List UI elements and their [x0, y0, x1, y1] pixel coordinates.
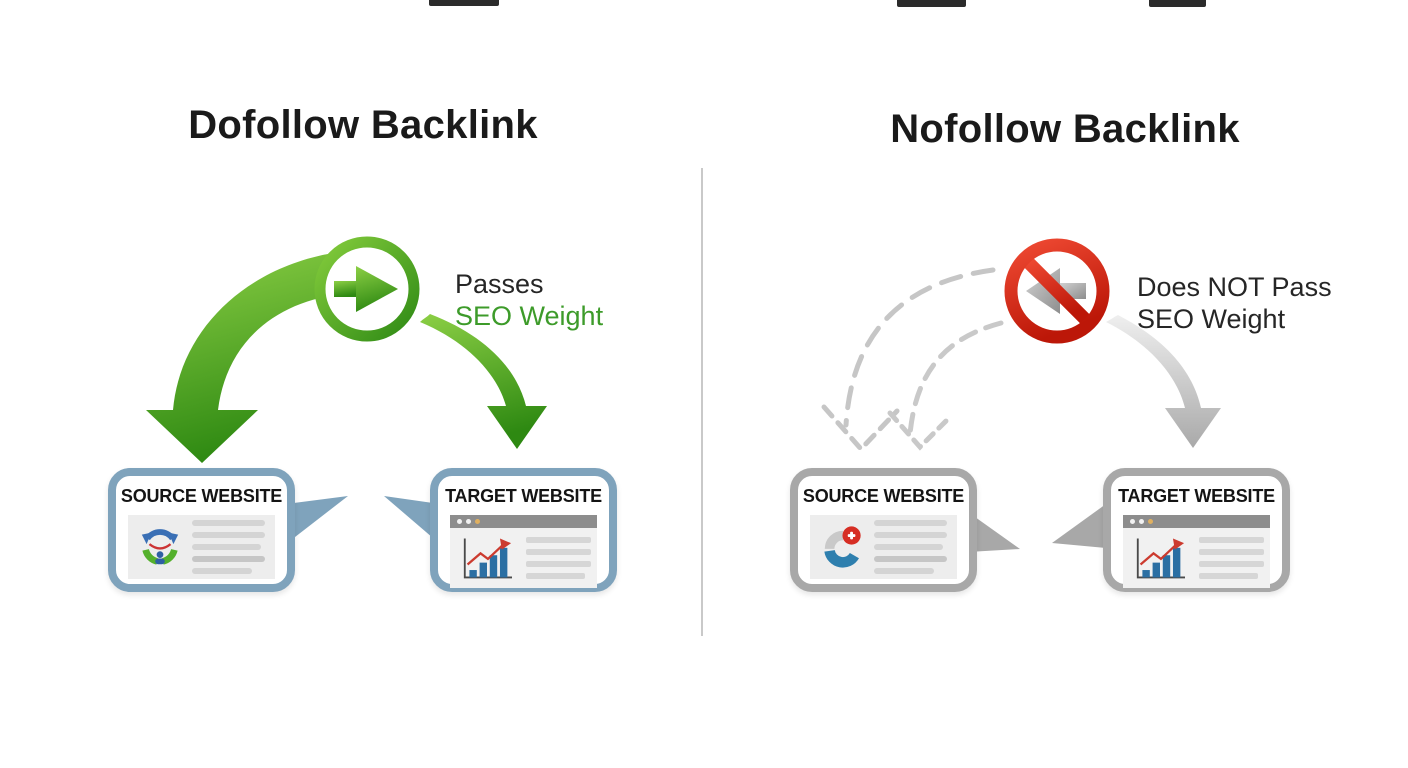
text-line — [192, 532, 265, 538]
cropped-text-fragment — [1149, 0, 1206, 7]
text-line — [192, 520, 265, 526]
text-placeholder-lines — [526, 534, 591, 582]
nofollow-dashed-arc-inner — [907, 320, 1004, 437]
cropped-text-fragment — [429, 0, 499, 6]
vertical-divider — [701, 168, 703, 636]
dofollow-caption: Passes SEO Weight — [455, 268, 603, 332]
website-preview — [128, 515, 275, 579]
browser-content — [1123, 528, 1270, 588]
text-line — [874, 568, 934, 574]
nofollow-badge-icon — [1004, 238, 1110, 344]
dofollow-source-card: SOURCE WEBSITE — [108, 468, 295, 592]
text-placeholder-lines — [874, 517, 947, 577]
source-card-tail-left — [286, 496, 348, 544]
nofollow-caption: Does NOT Pass SEO Weight — [1137, 271, 1332, 335]
text-line — [526, 573, 585, 579]
browser-dot-icon — [1139, 519, 1144, 524]
donut-chart-plus-icon — [824, 526, 861, 568]
browser-dot-icon — [457, 519, 462, 524]
text-line — [874, 544, 944, 550]
dofollow-caption-line2: SEO Weight — [455, 301, 604, 331]
dofollow-target-card: TARGET WEBSITE — [430, 468, 617, 592]
browser-dot-icon — [1130, 519, 1135, 524]
website-preview — [810, 515, 957, 579]
browser-dot-icon — [475, 519, 480, 524]
browser-dot-icon — [466, 519, 471, 524]
cropped-text-fragment — [897, 0, 966, 7]
text-line — [192, 568, 252, 574]
target-card-tail-right — [1052, 504, 1106, 548]
card-label: SOURCE WEBSITE — [802, 486, 965, 506]
nofollow-caption-line2: SEO Weight — [1137, 304, 1286, 334]
growth-chart-icon — [1136, 538, 1185, 579]
text-line — [192, 556, 265, 562]
nofollow-dashed-arc-outer — [843, 267, 996, 428]
text-line — [1199, 561, 1264, 567]
dofollow-arrow-to-target — [420, 314, 547, 449]
nofollow-dashed-arrowhead-outer — [821, 404, 900, 453]
browser-toolbar — [450, 515, 597, 528]
link-network-icon — [141, 529, 179, 565]
growth-chart-icon — [463, 538, 512, 579]
text-line — [1199, 573, 1258, 579]
text-line — [1199, 537, 1264, 543]
dofollow-badge-icon — [314, 236, 420, 342]
text-placeholder-lines — [1199, 534, 1264, 582]
text-line — [192, 544, 262, 550]
nofollow-dashed-arrowhead-inner — [887, 410, 954, 451]
text-placeholder-lines — [192, 517, 265, 577]
nofollow-source-card: SOURCE WEBSITE — [790, 468, 977, 592]
website-preview — [1123, 515, 1270, 588]
website-preview — [450, 515, 597, 588]
dofollow-title: Dofollow Backlink — [188, 103, 538, 147]
text-line — [874, 520, 947, 526]
dofollow-caption-line1: Passes — [455, 269, 544, 299]
nofollow-target-card: TARGET WEBSITE — [1103, 468, 1290, 592]
dofollow-arrow-to-source — [146, 253, 350, 463]
browser-toolbar — [1123, 515, 1270, 528]
browser-content — [450, 528, 597, 588]
card-label: SOURCE WEBSITE — [120, 486, 283, 506]
nofollow-caption-line1: Does NOT Pass — [1137, 272, 1332, 302]
text-line — [526, 537, 591, 543]
card-label: TARGET WEBSITE — [1118, 486, 1275, 506]
text-line — [874, 556, 947, 562]
text-line — [526, 561, 591, 567]
text-line — [526, 549, 591, 555]
card-label: TARGET WEBSITE — [445, 486, 602, 506]
text-line — [874, 532, 947, 538]
nofollow-title: Nofollow Backlink — [890, 107, 1240, 151]
text-line — [1199, 549, 1264, 555]
browser-dot-icon — [1148, 519, 1153, 524]
